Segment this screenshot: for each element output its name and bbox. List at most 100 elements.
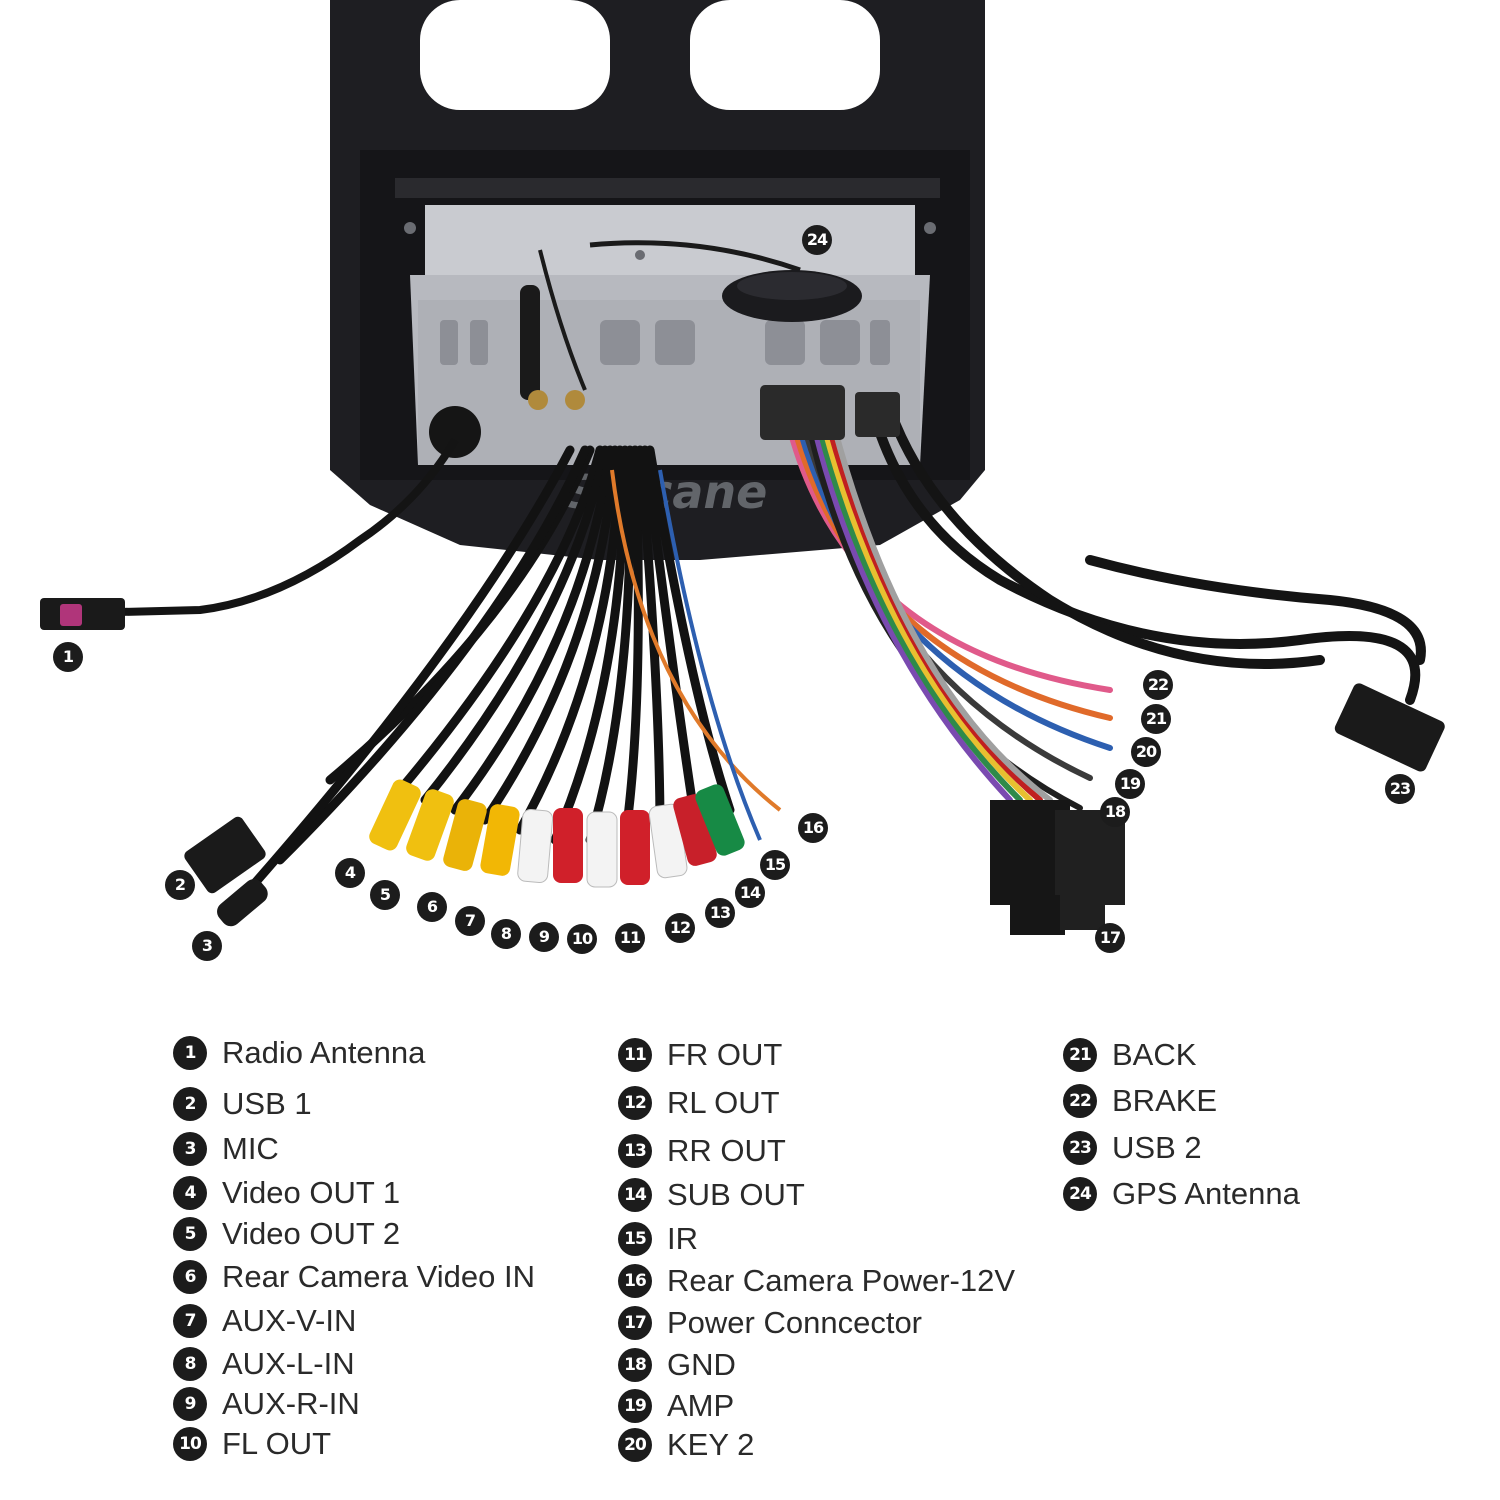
legend-label: AUX-L-IN <box>222 1346 355 1381</box>
legend-label: RR OUT <box>667 1133 786 1168</box>
legend-number: 24 <box>1063 1177 1097 1211</box>
callout-20: 20 <box>1131 737 1161 767</box>
legend-label: FL OUT <box>222 1426 332 1461</box>
legend-number: 8 <box>173 1347 207 1381</box>
callout-15: 15 <box>760 850 790 880</box>
rca-bundle <box>235 445 735 905</box>
gps-antenna <box>538 240 862 391</box>
legend-item-5: 5 Video OUT 2 <box>173 1216 400 1252</box>
legend-item-11: 11 FR OUT <box>618 1037 782 1073</box>
legend-number: 15 <box>618 1222 652 1256</box>
rca-plugs <box>369 779 745 888</box>
legend-item-22: 22 BRAKE <box>1063 1083 1217 1119</box>
legend-label: Radio Antenna <box>222 1035 426 1070</box>
legend-item-9: 9 AUX-R-IN <box>173 1386 360 1422</box>
legend-item-21: 21 BACK <box>1063 1037 1196 1073</box>
legend-number: 20 <box>618 1428 652 1462</box>
legend-label: USB 1 <box>222 1086 312 1121</box>
legend-item-4: 4 Video OUT 1 <box>173 1175 400 1211</box>
legend-number: 6 <box>173 1260 207 1294</box>
legend-number: 14 <box>618 1178 652 1212</box>
legend-item-1: 1 Radio Antenna <box>173 1035 425 1071</box>
legend-item-14: 14 SUB OUT <box>618 1177 805 1213</box>
callout-3: 3 <box>192 931 222 961</box>
legend-label: MIC <box>222 1131 279 1166</box>
power-connector <box>990 800 1125 935</box>
legend-label: IR <box>667 1221 698 1256</box>
radio-antenna-cable <box>40 406 481 630</box>
legend-item-13: 13 RR OUT <box>618 1133 786 1169</box>
callout-21: 21 <box>1141 704 1171 734</box>
legend-label: KEY 2 <box>667 1427 755 1462</box>
legend-number: 16 <box>618 1264 652 1298</box>
legend-number: 22 <box>1063 1084 1097 1118</box>
callout-12: 12 <box>665 913 695 943</box>
legend-label: USB 2 <box>1112 1130 1202 1165</box>
legend-number: 10 <box>173 1427 207 1461</box>
legend-label: AUX-R-IN <box>222 1386 360 1421</box>
legend-label: BACK <box>1112 1037 1197 1072</box>
callout-24: 24 <box>802 225 832 255</box>
power-harness <box>787 427 1113 811</box>
legend-number: 21 <box>1063 1038 1097 1072</box>
usb2-cable <box>865 395 1426 705</box>
wiring-diagram: Seicane <box>40 0 1445 935</box>
callout-5: 5 <box>370 880 400 910</box>
legend-number: 13 <box>618 1134 652 1168</box>
legend-label: Rear Camera Power-12V <box>667 1263 1016 1298</box>
legend-number: 4 <box>173 1176 207 1210</box>
legend-label: Video OUT 1 <box>222 1175 401 1210</box>
legend-label: GPS Antenna <box>1112 1176 1300 1211</box>
legend-item-2: 2 USB 1 <box>173 1086 312 1122</box>
callout-18: 18 <box>1100 797 1130 827</box>
callout-16: 16 <box>798 813 828 843</box>
legend-label: AMP <box>667 1388 735 1423</box>
legend-number: 19 <box>618 1389 652 1423</box>
legend-number: 5 <box>173 1217 207 1251</box>
legend-label: Power Conncector <box>667 1305 923 1340</box>
legend-label: GND <box>667 1347 736 1382</box>
legend-label: SUB OUT <box>667 1177 805 1212</box>
legend-label: AUX-V-IN <box>222 1303 357 1338</box>
callout-2: 2 <box>165 870 195 900</box>
legend-number: 9 <box>173 1387 207 1421</box>
callout-4: 4 <box>335 858 365 888</box>
callout-10: 10 <box>567 924 597 954</box>
callout-22: 22 <box>1143 670 1173 700</box>
legend-label: FR OUT <box>667 1037 783 1072</box>
legend-number: 7 <box>173 1304 207 1338</box>
legend-item-20: 20 KEY 2 <box>618 1427 754 1463</box>
callout-13: 13 <box>705 898 735 928</box>
legend-item-10: 10 FL OUT <box>173 1426 331 1462</box>
legend-label: Rear Camera Video IN <box>222 1259 536 1294</box>
legend-item-17: 17 Power Conncector <box>618 1305 922 1341</box>
callout-23: 23 <box>1385 774 1415 804</box>
usb1-connector <box>184 816 266 894</box>
legend-label: Video OUT 2 <box>222 1216 401 1251</box>
legend-label: RL OUT <box>667 1085 780 1120</box>
legend-number: 2 <box>173 1087 207 1121</box>
legend-item-15: 15 IR <box>618 1221 698 1257</box>
callout-9: 9 <box>529 922 559 952</box>
callout-1: 1 <box>53 642 83 672</box>
legend-item-16: 16 Rear Camera Power-12V <box>618 1263 1015 1299</box>
callout-11: 11 <box>615 923 645 953</box>
legend-item-19: 19 AMP <box>618 1388 734 1424</box>
mic-plug <box>217 879 268 927</box>
legend-label: BRAKE <box>1112 1083 1218 1118</box>
legend-number: 11 <box>618 1038 652 1072</box>
wifi-antenna <box>520 285 585 410</box>
callout-14: 14 <box>735 878 765 908</box>
callout-8: 8 <box>491 919 521 949</box>
callout-6: 6 <box>417 892 447 922</box>
callout-19: 19 <box>1115 769 1145 799</box>
legend-item-7: 7 AUX-V-IN <box>173 1303 356 1339</box>
legend-number: 17 <box>618 1306 652 1340</box>
callout-17: 17 <box>1095 923 1125 953</box>
legend-item-8: 8 AUX-L-IN <box>173 1346 355 1382</box>
legend-number: 1 <box>173 1036 207 1070</box>
ir-wire <box>658 469 762 841</box>
